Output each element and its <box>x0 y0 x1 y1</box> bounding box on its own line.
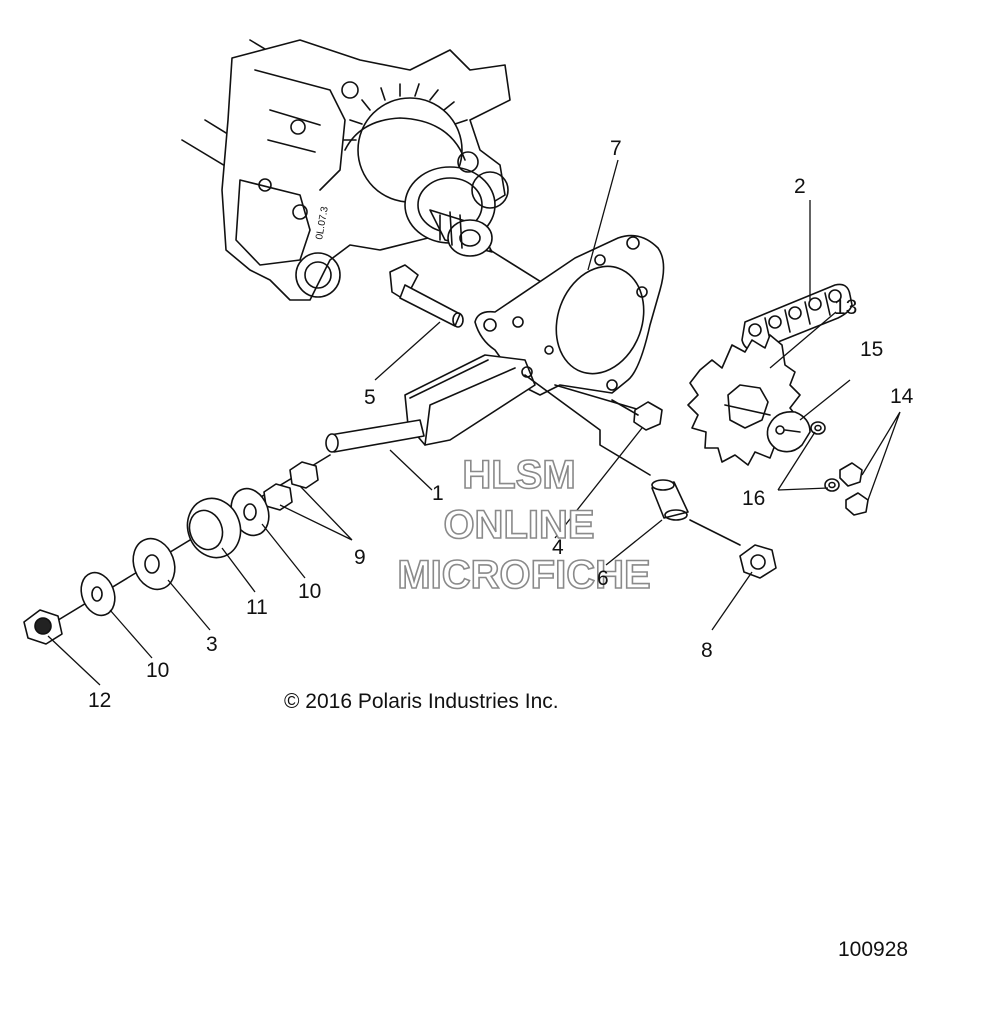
watermark: HLSM ONLINE MICROFICHE <box>397 452 652 598</box>
washer-10b <box>80 571 116 617</box>
copyright-notice: © 2016 Polaris Industries Inc. <box>284 690 559 713</box>
callout-12: 12 <box>88 689 111 712</box>
bolt-14a <box>839 462 863 487</box>
washer-16a <box>810 421 826 435</box>
lock-nut-12 <box>23 609 63 645</box>
axle-shaft-1 <box>325 419 425 453</box>
spacer-6 <box>651 479 741 546</box>
callout-5: 5 <box>364 386 376 409</box>
callout-7: 7 <box>610 137 622 160</box>
nut-8 <box>739 544 777 579</box>
callout-9: 9 <box>354 546 366 569</box>
callout-8: 8 <box>701 639 713 662</box>
bolt-5 <box>389 264 464 328</box>
callout-1: 1 <box>432 482 444 505</box>
bushing-11 <box>186 497 242 559</box>
callout-13: 13 <box>834 296 857 319</box>
callout-11: 11 <box>246 596 268 619</box>
washer-16b <box>824 478 840 492</box>
callout-15: 15 <box>860 338 883 361</box>
callout-10a: 10 <box>298 580 321 603</box>
watermark-line-2: ONLINE <box>443 503 594 547</box>
callout-14: 14 <box>890 385 914 408</box>
bolt-4 <box>611 399 663 431</box>
callout-10b: 10 <box>146 659 169 682</box>
figure-number: 100928 <box>838 938 909 961</box>
bolt-14b <box>845 492 869 516</box>
washer-3 <box>132 537 176 591</box>
retainer-plate-15 <box>766 411 811 453</box>
callout-3: 3 <box>206 633 218 656</box>
callout-2: 2 <box>794 175 806 198</box>
jam-nut-9b <box>263 483 293 511</box>
drive-chain-2 <box>741 283 853 352</box>
engine-housing: 0L.07.3 <box>181 39 611 326</box>
jam-nut-9a <box>289 461 319 489</box>
callout-6: 6 <box>597 567 609 590</box>
callout-16: 16 <box>742 487 765 510</box>
leader-lines <box>47 159 901 686</box>
callout-4: 4 <box>552 536 564 559</box>
tensioner-bracket <box>404 354 536 446</box>
watermark-line-3: MICROFICHE <box>397 553 650 597</box>
mounting-plate <box>474 234 665 396</box>
watermark-line-1: HLSM <box>462 453 575 497</box>
callout-labels: 7 2 13 15 14 16 5 1 4 6 8 9 10 11 3 10 1… <box>88 137 914 712</box>
